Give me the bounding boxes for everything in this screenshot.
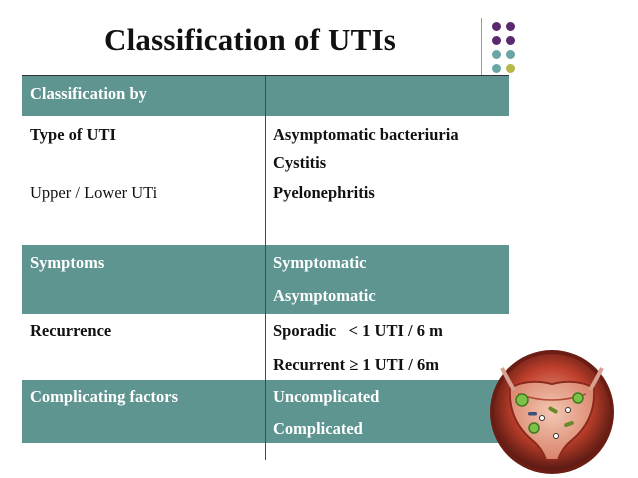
row-value: Symptomatic [273, 253, 367, 272]
bladder-infection-illustration [490, 350, 614, 474]
dot-icon [506, 50, 515, 59]
divider-line [481, 18, 482, 78]
table-header-row: Classification by [22, 76, 509, 116]
table-row: Complicating factors Uncomplicated Compl… [22, 380, 509, 443]
decorative-dots [490, 20, 530, 80]
table-row: Type of UTI Upper / Lower UTi Asymptomat… [22, 116, 509, 246]
row-value: Uncomplicated [273, 387, 380, 406]
table-row: Recurrence Sporadic < 1 UTI / 6 m Recurr… [22, 314, 509, 381]
table-cell: Uncomplicated Complicated [265, 380, 509, 443]
table-cell: Recurrence [22, 314, 265, 380]
row-value: Sporadic < 1 UTI / 6 m [273, 321, 443, 340]
row-value: Recurrent ≥ 1 UTI / 6m [273, 355, 439, 374]
page-title: Classification of UTIs [103, 22, 397, 57]
table-cell [22, 443, 265, 460]
row-value: Asymptomatic [273, 286, 376, 305]
row-value: Asymptomatic bacteriuria [273, 125, 459, 144]
row-label: Complicating factors [30, 387, 179, 406]
classification-table: Classification by Type of UTI Upper / Lo… [22, 76, 509, 460]
row-label: Type of UTI [30, 125, 116, 144]
dot-icon [492, 22, 501, 31]
dot-icon [506, 64, 515, 73]
table-cell: Asymptomatic bacteriuria Cystitis Pyelon… [265, 116, 509, 245]
header-cell-2 [265, 76, 509, 116]
table-cell [265, 443, 509, 460]
dot-icon [492, 36, 501, 45]
dot-icon [506, 22, 515, 31]
table-cell: Symptoms [22, 245, 265, 314]
table-row-empty [22, 443, 509, 460]
row-value: Pyelonephritis [273, 183, 375, 202]
header-cell-1: Classification by [22, 76, 265, 116]
table-cell: Sporadic < 1 UTI / 6 m Recurrent ≥ 1 UTI… [265, 314, 509, 380]
row-value: Complicated [273, 419, 363, 438]
table-top-border [22, 75, 509, 76]
row-label: Symptoms [30, 253, 105, 272]
table-cell: Complicating factors [22, 380, 265, 443]
dot-icon [492, 50, 501, 59]
header-label: Classification by [30, 84, 147, 103]
row-value: Cystitis [273, 153, 327, 172]
table-cell: Symptomatic Asymptomatic [265, 245, 509, 314]
table-cell: Type of UTI Upper / Lower UTi [22, 116, 265, 245]
dot-icon [492, 64, 501, 73]
row-label: Recurrence [30, 321, 112, 340]
table-row: Symptoms Symptomatic Asymptomatic [22, 245, 509, 314]
dot-icon [506, 36, 515, 45]
row-sublabel: Upper / Lower UTi [30, 183, 158, 202]
